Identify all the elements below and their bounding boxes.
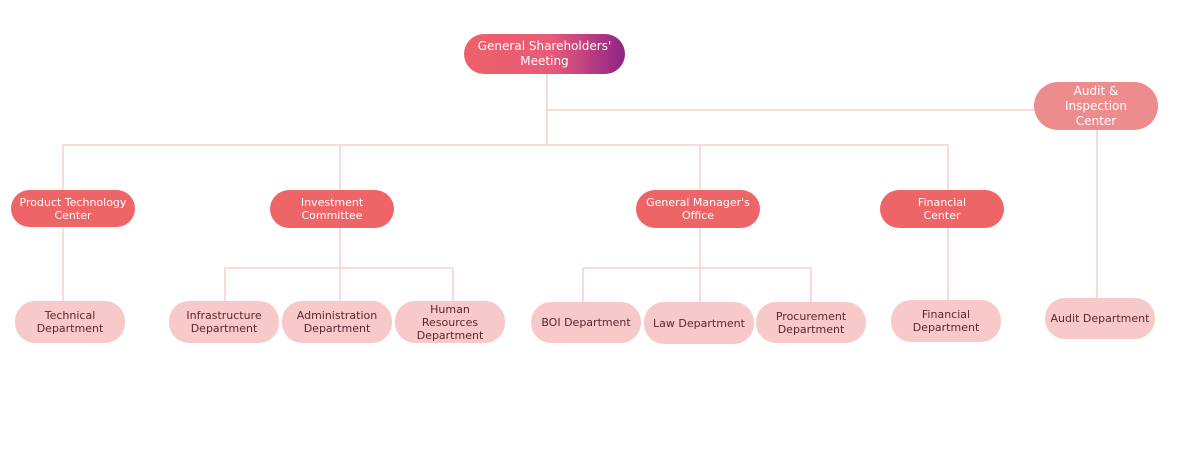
node-label: Financial Department [912, 308, 980, 334]
node-label: Product Technology Center [19, 195, 127, 222]
node-label: Law Department [653, 316, 745, 330]
node-label: General Manager's Office [646, 196, 750, 222]
node-label: Financial Center [917, 196, 967, 222]
node-administration-department[interactable]: Administration Department [282, 301, 392, 343]
node-boi-department[interactable]: BOI Department [531, 302, 641, 343]
node-label: Human Resources Department [416, 302, 484, 342]
node-label: Procurement Department [775, 309, 847, 336]
node-label: Investment Committee [300, 196, 364, 222]
node-label: General Shareholders' Meeting [477, 39, 612, 68]
node-label: Administration Department [296, 309, 378, 335]
node-label: Infrastructure Department [186, 309, 262, 335]
node-audit-inspection-center[interactable]: Audit & Inspection Center [1034, 82, 1158, 130]
node-general-shareholders-meeting[interactable]: General Shareholders' Meeting [464, 34, 625, 74]
node-law-department[interactable]: Law Department [644, 302, 754, 344]
node-product-technology-center[interactable]: Product Technology Center [11, 190, 135, 227]
node-label: BOI Department [541, 316, 631, 329]
node-financial-department[interactable]: Financial Department [891, 300, 1001, 342]
node-procurement-department[interactable]: Procurement Department [756, 302, 866, 343]
node-audit-department[interactable]: Audit Department [1045, 298, 1155, 339]
node-label: Technical Department [36, 309, 104, 335]
node-human-resources-department[interactable]: Human Resources Department [395, 301, 505, 343]
node-technical-department[interactable]: Technical Department [15, 301, 125, 343]
node-label: Audit Department [1050, 312, 1150, 325]
node-infrastructure-department[interactable]: Infrastructure Department [169, 301, 279, 343]
node-financial-center[interactable]: Financial Center [880, 190, 1004, 228]
node-investment-committee[interactable]: Investment Committee [270, 190, 394, 228]
node-general-managers-office[interactable]: General Manager's Office [636, 190, 760, 228]
node-label: Audit & Inspection Center [1065, 83, 1127, 128]
